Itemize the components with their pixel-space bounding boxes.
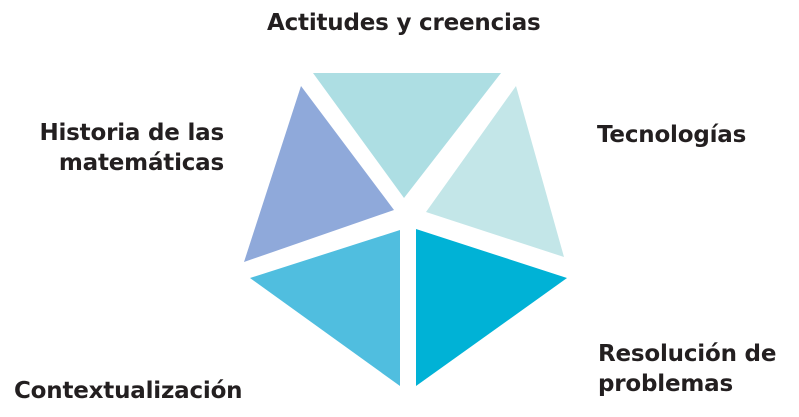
- segment-resolucion-de-problemas: [416, 229, 567, 386]
- segment-actitudes-y-creencias: [313, 73, 501, 198]
- label-contextualizacion: Contextualización: [14, 378, 243, 404]
- segment-historia-de-las-matematicas: [244, 86, 394, 262]
- label-historia-de-las-matematicas: Historia de las matemáticas: [39, 120, 224, 176]
- label-resolucion-de-problemas: Resolución de problemas: [598, 341, 777, 397]
- segment-tecnologias: [426, 86, 564, 257]
- label-actitudes-y-creencias: Actitudes y creencias: [267, 10, 541, 36]
- label-tecnologias: Tecnologías: [597, 122, 747, 148]
- segment-contextualizacion: [250, 230, 400, 386]
